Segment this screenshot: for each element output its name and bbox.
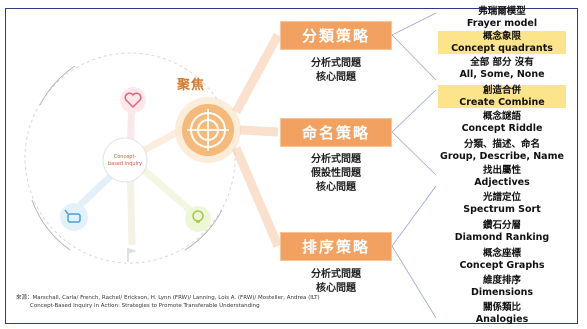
slide-frame — [5, 8, 578, 324]
tool-dimensions: 維度排序 Dimensions — [438, 275, 566, 298]
tool-group-describe-name: 分類、描述、命名 Group, Describe, Name — [438, 139, 566, 162]
strategy-naming-pill: 命名策略 — [280, 118, 392, 147]
question-core: 核心問題 — [316, 283, 356, 294]
tool-concept-graphs: 概念座標 Concept Graphs — [438, 248, 566, 271]
tool-all-some-none: 全部 部分 沒有 All, Some, None — [438, 57, 566, 80]
connector-strategy-1-bottom — [391, 34, 437, 81]
source-line-2: Concept-Based Inquiry in Action: Strateg… — [30, 303, 260, 309]
lightbulb-icon — [185, 206, 211, 232]
hand-icon — [60, 203, 88, 231]
tool-concept-riddle: 概念謎語 Concept Riddle — [438, 111, 566, 134]
strategy-naming-questions: 分析式問題 假設性問題 核心問題 — [300, 153, 372, 195]
question-core: 核心問題 — [316, 182, 356, 193]
focus-label: 聚焦 — [177, 78, 206, 93]
tool-en: All, Some, None — [459, 68, 545, 80]
tool-frayer-model: 弗瑞爾模型 Frayer model — [438, 6, 566, 29]
strategy-classify-questions: 分析式問題 核心問題 — [300, 57, 372, 85]
tool-zh: 概念謎語 — [482, 111, 521, 122]
tool-zh: 鑽石分層 — [482, 220, 521, 231]
center-circle — [102, 137, 148, 183]
cycle-ring — [24, 52, 236, 264]
tool-en: Adjectives — [474, 176, 530, 188]
tool-zh: 關係類比 — [482, 302, 521, 313]
target-icon — [175, 97, 241, 163]
center-title: Concept- — [114, 154, 137, 160]
connector-strategy-3-top — [391, 185, 437, 247]
tool-adjectives: 找出屬性 Adjectives — [438, 165, 566, 188]
tool-en: Spectrum Sort — [463, 203, 541, 215]
tool-diamond-ranking: 鑽石分層 Diamond Ranking — [438, 220, 566, 243]
tool-create-combine: 創造合併 Create Combine — [438, 85, 566, 108]
tool-en: Create Combine — [459, 96, 545, 108]
center-subtitle: based inquiry — [108, 161, 142, 167]
connector-target-to-strategy-1 — [232, 32, 282, 115]
tool-concept-quadrants: 概念象限 Concept quadrants — [438, 31, 566, 54]
tool-zh: 弗瑞爾模型 — [478, 6, 526, 17]
strategy-classify-pill: 分類策略 — [280, 21, 392, 50]
tool-en: Concept quadrants — [451, 42, 553, 54]
tool-spectrum-sort: 光譜定位 Spectrum Sort — [438, 192, 566, 215]
tool-zh: 創造合併 — [482, 85, 521, 96]
connector-strategy-3-bottom — [391, 245, 437, 319]
source-line-1: 來源：Marschall, Carla/ French, Rachel/ Eri… — [16, 295, 320, 301]
connector-strategy-2-bottom — [391, 131, 437, 176]
heart-icon — [120, 87, 146, 113]
tool-zh: 維度排序 — [482, 275, 521, 286]
source-citation: 來源：Marschall, Carla/ French, Rachel/ Eri… — [16, 294, 346, 310]
tool-zh: 光譜定位 — [482, 192, 521, 203]
connector-strategy-2-top — [391, 89, 437, 133]
tool-zh: 概念象限 — [482, 31, 521, 42]
tool-zh: 概念座標 — [482, 248, 521, 259]
question-hypothetical: 假設性問題 — [311, 168, 361, 179]
tool-zh: 全部 部分 沒有 — [470, 57, 534, 68]
tool-en: Concept Riddle — [461, 122, 543, 134]
flag-icon — [127, 248, 137, 262]
question-core: 核心問題 — [316, 72, 356, 83]
strategy-ranking-questions: 分析式問題 核心問題 — [300, 268, 372, 296]
question-analytical: 分析式問題 — [311, 269, 361, 280]
tool-en: Analogies — [475, 313, 529, 325]
connector-strategy-1-top — [391, 12, 437, 36]
tool-en: Concept Graphs — [459, 259, 545, 271]
connector-target-to-strategy-2 — [239, 125, 279, 137]
tool-en: Dimensions — [470, 286, 534, 298]
tool-zh: 找出屬性 — [482, 165, 521, 176]
tool-en: Diamond Ranking — [454, 231, 550, 243]
tool-en: Group, Describe, Name — [440, 150, 564, 162]
question-analytical: 分析式問題 — [311, 154, 361, 165]
strategy-ranking-pill: 排序策略 — [280, 232, 392, 261]
tool-zh: 分類、描述、命名 — [463, 139, 540, 150]
connector-target-to-strategy-3 — [231, 146, 283, 248]
question-analytical: 分析式問題 — [311, 58, 361, 69]
tool-en: Frayer model — [466, 17, 538, 29]
tool-analogies: 關係類比 Analogies — [438, 302, 566, 325]
